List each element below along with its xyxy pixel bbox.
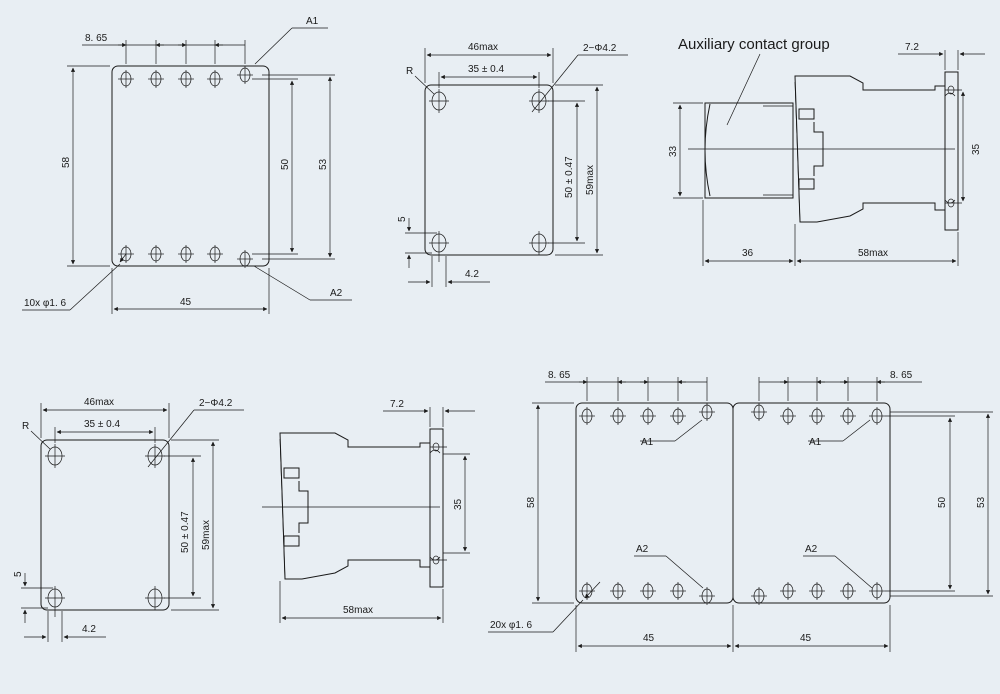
pitch-dimension: 8. 65 xyxy=(85,33,108,44)
bottom-pin-row xyxy=(117,244,254,269)
width-46max-dimension: 46max xyxy=(84,397,114,408)
width-46max-dimension: 46max xyxy=(468,42,498,53)
mounting-hole-callout: 2−Φ4.2 xyxy=(583,43,617,54)
depth-58max-dimension: 58max xyxy=(343,605,373,616)
height-50-dimension: 50 xyxy=(280,158,291,170)
a2-label: A2 xyxy=(330,288,343,299)
width-45-dimension: 45 xyxy=(180,297,192,308)
width-45-dimension-left: 45 xyxy=(643,633,655,644)
bottom-mid-side-view: 7.2 35 58max xyxy=(262,399,475,623)
offset-5-dimension: 5 xyxy=(13,571,24,577)
a1-label-right: A1 xyxy=(809,437,822,448)
rail-35-dimension: 35 xyxy=(453,498,464,510)
top-mid-mounting: 46max 35 ± 0.4 R 2−Φ4.2 50 ± 0.47 59max … xyxy=(397,42,628,287)
height-59max-dimension: 59max xyxy=(201,520,212,550)
pitch-35-dimension: 35 ± 0.4 xyxy=(84,419,121,430)
auxiliary-contact-title: Auxiliary contact group xyxy=(678,36,830,53)
top-right-side-view: Auxiliary contact group 7.2 33 35 xyxy=(668,36,985,266)
width-45-dimension-right: 45 xyxy=(800,633,812,644)
height-50-dimension: 50 ± 0.47 xyxy=(564,156,575,198)
a2-label-left: A2 xyxy=(636,544,649,555)
height-53-dimension: 53 xyxy=(318,158,329,170)
bottom-left-mounting: 46max 35 ± 0.4 R 2−Φ4.2 50 ± 0.47 59max … xyxy=(13,397,244,642)
hole-dia-dimension: 4.2 xyxy=(82,624,96,635)
rail-35-dimension: 35 xyxy=(971,143,982,155)
top-pin-row xyxy=(117,65,254,89)
mounting-hole-callout: 2−Φ4.2 xyxy=(199,398,233,409)
height-59max-dimension: 59max xyxy=(585,165,596,195)
rail-7-2-dimension: 7.2 xyxy=(905,42,919,53)
depth-58max-dimension: 58max xyxy=(858,248,888,259)
height-53-dimension: 53 xyxy=(976,496,987,508)
rail-7-2-dimension: 7.2 xyxy=(390,399,404,410)
bottom-right-double-footprint: 8. 65 8. 65 A1 A1 A2 A2 58 50 53 45 45 xyxy=(488,370,993,652)
top-left-footprint: 8. 65 A1 A2 58 50 53 45 10x φ1. 6 xyxy=(22,16,352,314)
height-50-dimension: 50 xyxy=(937,496,948,508)
hole-dia-dimension: 4.2 xyxy=(465,269,479,280)
height-33-dimension: 33 xyxy=(668,145,679,157)
a1-label-left: A1 xyxy=(641,437,654,448)
height-58-dimension: 58 xyxy=(526,496,537,508)
radius-label: R xyxy=(22,421,29,432)
holes-callout: 10x φ1. 6 xyxy=(24,298,67,309)
pitch-35-dimension: 35 ± 0.4 xyxy=(468,64,505,75)
radius-label: R xyxy=(406,66,413,77)
a1-label: A1 xyxy=(306,16,319,27)
offset-5-dimension: 5 xyxy=(397,216,408,222)
holes-callout: 20x φ1. 6 xyxy=(490,620,533,631)
height-50-dimension: 50 ± 0.47 xyxy=(180,511,191,553)
pitch-dimension-right: 8. 65 xyxy=(890,370,913,381)
a2-label-right: A2 xyxy=(805,544,818,555)
pitch-dimension-left: 8. 65 xyxy=(548,370,571,381)
aux-depth-36-dimension: 36 xyxy=(742,248,754,259)
height-58-dimension: 58 xyxy=(61,156,72,168)
